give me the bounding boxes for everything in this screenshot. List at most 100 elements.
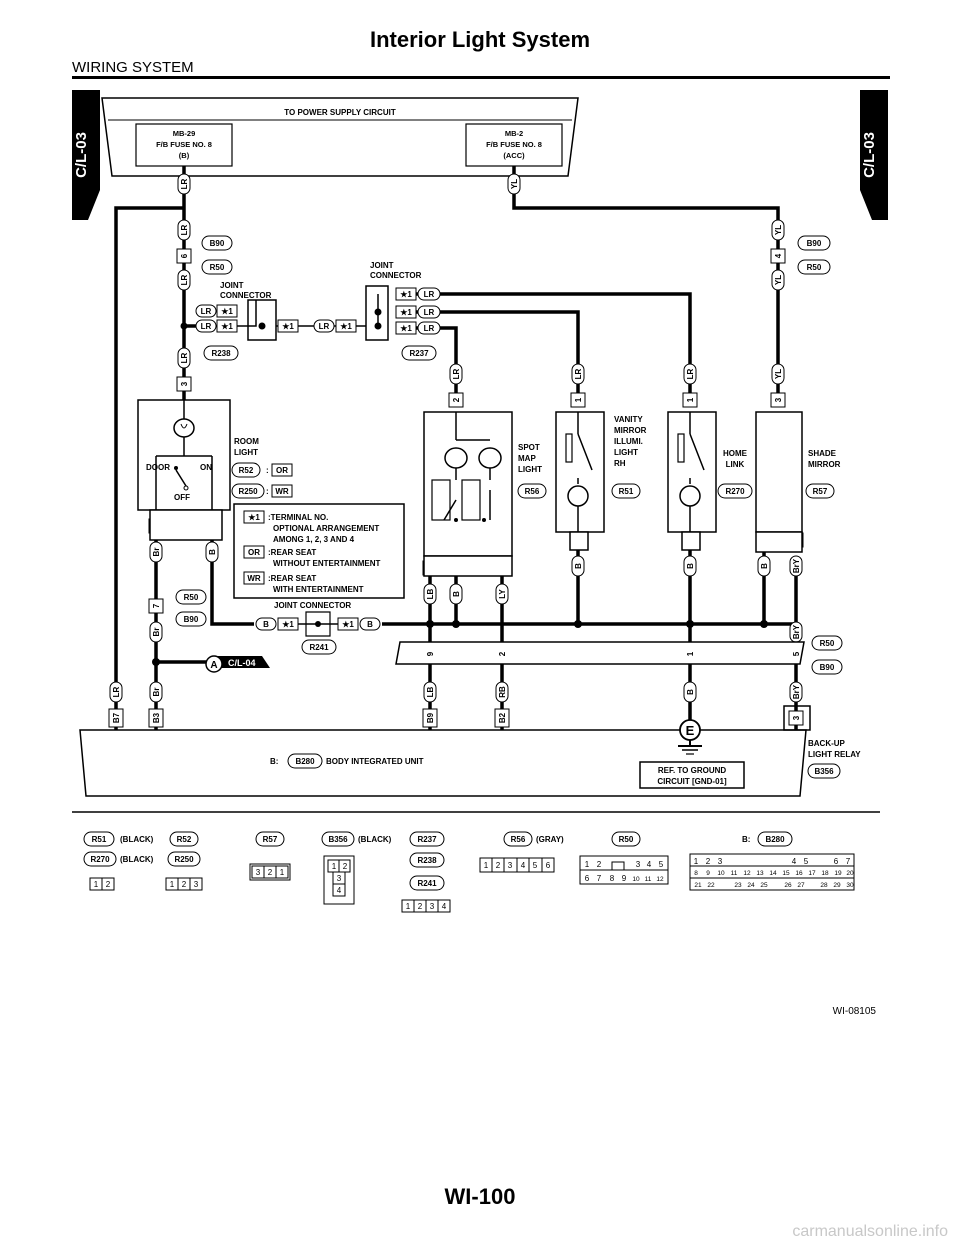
svg-text:R56: R56: [525, 487, 540, 496]
svg-text:LINK: LINK: [726, 460, 745, 469]
svg-text:6: 6: [585, 874, 590, 883]
svg-text:8: 8: [694, 870, 698, 877]
svg-text:9: 9: [622, 874, 627, 883]
svg-text:OFF: OFF: [174, 493, 190, 502]
svg-text:21: 21: [694, 882, 702, 889]
svg-text:R241: R241: [309, 643, 329, 652]
svg-text:LB: LB: [426, 588, 435, 599]
svg-text:12: 12: [743, 870, 751, 877]
svg-text:R50: R50: [210, 263, 225, 272]
svg-text:4: 4: [442, 902, 447, 911]
svg-text::REAR SEAT: :REAR SEAT: [268, 548, 316, 557]
right-tab-label: C/L-03: [861, 132, 878, 178]
svg-text:17: 17: [808, 870, 816, 877]
svg-text:3: 3: [636, 860, 641, 869]
svg-text:7: 7: [597, 874, 602, 883]
svg-text:2: 2: [106, 880, 111, 889]
room-light: DOOR ON OFF: [137, 399, 231, 541]
svg-text:1: 1: [585, 860, 590, 869]
svg-text:R237: R237: [409, 349, 429, 358]
badge-r270: R270: [717, 483, 753, 499]
svg-text:B: B: [760, 563, 769, 569]
svg-text:ON: ON: [200, 463, 212, 472]
spot-bulb-right-icon: [478, 447, 502, 469]
svg-text:5: 5: [792, 651, 801, 656]
svg-text:R51: R51: [92, 835, 107, 844]
svg-text:B90: B90: [820, 663, 835, 672]
svg-text:ROOM: ROOM: [234, 437, 259, 446]
svg-text:SPOT: SPOT: [518, 443, 540, 452]
svg-text:2: 2: [418, 902, 423, 911]
svg-text:C/L-04: C/L-04: [228, 658, 256, 668]
svg-text:★1: ★1: [221, 307, 233, 316]
svg-text:OPTIONAL ARRANGEMENT: OPTIONAL ARRANGEMENT: [273, 524, 379, 533]
svg-text:LR: LR: [424, 290, 435, 299]
svg-text:1: 1: [170, 880, 175, 889]
badge-r56: R56: [517, 483, 547, 499]
svg-text:MIRROR: MIRROR: [614, 426, 647, 435]
svg-text:1: 1: [694, 857, 699, 866]
svg-text:R241: R241: [417, 879, 437, 888]
svg-text:MB-29: MB-29: [173, 129, 196, 138]
svg-text:1: 1: [94, 880, 99, 889]
svg-text:3: 3: [430, 902, 435, 911]
svg-text:★1: ★1: [400, 324, 412, 333]
svg-text:YL: YL: [774, 225, 783, 235]
svg-text:JOINT: JOINT: [220, 281, 244, 290]
badge-r51: R51: [611, 483, 641, 499]
svg-text:(BLACK): (BLACK): [120, 855, 154, 864]
svg-text:26: 26: [784, 882, 792, 889]
svg-text:BACK-UP: BACK-UP: [808, 739, 846, 748]
badge-b90-top: B90: [201, 235, 233, 251]
badge-r50-low: R50: [811, 635, 843, 651]
svg-text:1: 1: [406, 902, 411, 911]
svg-text:29: 29: [833, 882, 841, 889]
svg-text:★1: ★1: [248, 513, 260, 522]
svg-text:MAP: MAP: [518, 454, 536, 463]
svg-text:F/B FUSE NO. 8: F/B FUSE NO. 8: [156, 140, 212, 149]
svg-text:(GRAY): (GRAY): [536, 835, 564, 844]
spot-bulb-left-icon: [444, 447, 468, 469]
svg-text:LR: LR: [201, 322, 212, 331]
svg-text:3: 3: [180, 381, 189, 386]
power-supply-label: TO POWER SUPPLY CIRCUIT: [284, 108, 396, 117]
svg-text:B7: B7: [112, 712, 121, 723]
svg-text:28: 28: [820, 882, 828, 889]
svg-text:LB: LB: [426, 686, 435, 697]
ref-ground-box: [639, 761, 745, 789]
svg-text:R50: R50: [820, 639, 835, 648]
badge-r250: R250: [231, 483, 265, 499]
connector-badges: B90 R50 B90 R50 R238 R237 R52 R250 R56 R…: [175, 235, 843, 779]
svg-text:R250: R250: [174, 855, 194, 864]
svg-text:CIRCUIT [GND-01]: CIRCUIT [GND-01]: [657, 777, 727, 786]
svg-text:★1: ★1: [221, 322, 233, 331]
svg-text:5: 5: [804, 857, 809, 866]
svg-text:2: 2: [268, 868, 273, 877]
svg-text:ILLUMI.: ILLUMI.: [614, 437, 643, 446]
page-title: Interior Light System: [370, 27, 590, 52]
badge-r50-mid: R50: [175, 589, 207, 605]
svg-text:3: 3: [256, 868, 261, 877]
svg-text:B3: B3: [152, 712, 161, 723]
svg-text:LR: LR: [686, 368, 695, 379]
svg-text:30: 30: [846, 882, 854, 889]
svg-text:B280: B280: [765, 835, 785, 844]
svg-text::TERMINAL NO.: :TERMINAL NO.: [268, 513, 328, 522]
svg-text:R52: R52: [239, 466, 254, 475]
svg-text:2: 2: [182, 880, 187, 889]
star-terminal-tags: LR ★1 LR ★1 ★1 LR ★1 ★1 LR ★1 LR ★1 LR B…: [195, 287, 441, 631]
page-number: WI-100: [445, 1184, 516, 1209]
svg-text:7: 7: [152, 603, 161, 608]
svg-text:B:: B:: [742, 835, 750, 844]
connector-face-views: R51 (BLACK) R270 (BLACK) 1 2 R52 R250 1 …: [83, 831, 855, 913]
svg-text:3: 3: [774, 397, 783, 402]
svg-text:LR: LR: [424, 308, 435, 317]
left-tab: [72, 90, 100, 220]
svg-text:LY: LY: [498, 589, 507, 599]
svg-text:8: 8: [610, 874, 615, 883]
svg-text::: :: [266, 466, 269, 475]
svg-text:19: 19: [834, 870, 842, 877]
svg-text:R52: R52: [177, 835, 192, 844]
